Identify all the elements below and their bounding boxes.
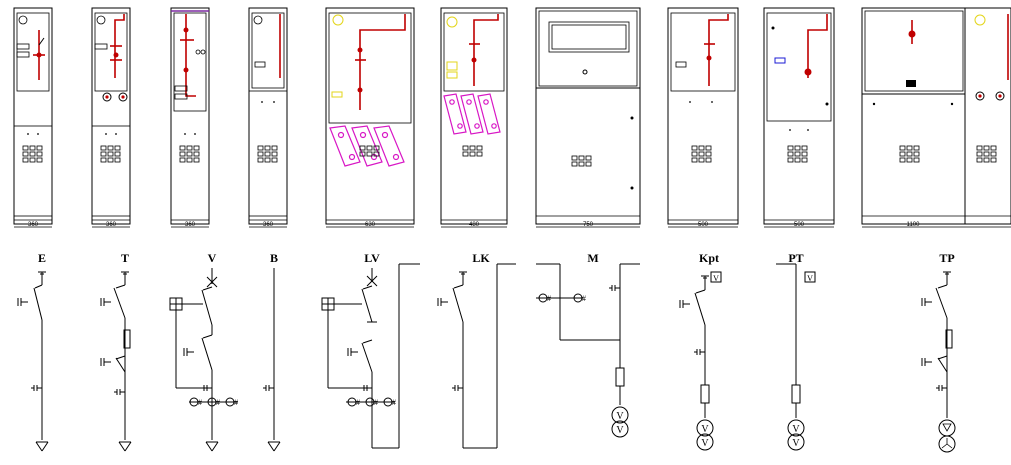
m-voltmeter-v2: V	[616, 425, 624, 436]
label-e: E	[38, 251, 46, 265]
schematic-lv	[321, 263, 420, 449]
cabinet-e	[13, 7, 53, 228]
width-label-kpt: 500	[698, 222, 709, 228]
width-label-tp: 1100	[907, 222, 921, 228]
label-m: M	[587, 251, 598, 265]
label-lk: LK	[472, 251, 490, 265]
label-b: B	[270, 251, 278, 265]
panel-labels: E T V B LV LK M Kpt PT TP	[38, 251, 955, 265]
schematic-t	[100, 271, 132, 452]
schematic-lk	[437, 263, 516, 449]
cabinet-pt	[763, 7, 835, 228]
fuse-holders-lv	[329, 125, 405, 167]
label-kpt: Kpt	[699, 251, 719, 265]
label-v: V	[208, 251, 217, 265]
width-label-lk: 480	[469, 222, 480, 228]
pt-voltmeter-v1: V	[792, 424, 800, 435]
kpt-voltmeter-v1: V	[701, 424, 709, 435]
schematic-m: V V	[536, 263, 640, 438]
kpt-indicator-v: V	[713, 274, 719, 283]
width-label-pt: 500	[794, 222, 805, 228]
schematic-kpt: V V V	[679, 271, 722, 451]
cabinet-t	[91, 7, 131, 228]
label-t: T	[121, 251, 129, 265]
kpt-voltmeter-v2: V	[701, 438, 709, 449]
pt-voltmeter-v2: V	[792, 438, 800, 449]
m-voltmeter-v1: V	[616, 411, 624, 422]
cabinet-lk	[440, 7, 508, 228]
cabinet-width-labels: 360 360 360 360 630 480 750 500 500 1100	[28, 222, 920, 228]
schematic-b	[262, 268, 281, 452]
label-pt: PT	[788, 251, 803, 265]
cabinet-front-views: 360 360 360 360 630 480 750 500 500 1100	[13, 7, 1011, 228]
cabinet-b	[248, 7, 288, 228]
cabinet-tp	[861, 7, 1011, 228]
cabinet-m	[535, 7, 641, 228]
schematic-e	[17, 271, 49, 452]
cabinet-lv	[325, 7, 415, 228]
cabinet-kpt	[667, 7, 739, 228]
width-label-m: 750	[583, 222, 594, 228]
width-label-b: 360	[263, 222, 274, 228]
cabinet-v	[170, 7, 210, 228]
pt-indicator-v: V	[807, 274, 813, 283]
width-label-v: 360	[185, 222, 196, 228]
width-label-lv: 630	[365, 222, 376, 228]
schematic-v	[169, 268, 239, 452]
schematic-tp	[921, 271, 956, 453]
width-label-e: 360	[28, 222, 39, 228]
fuse-holders-lk	[443, 93, 501, 135]
label-lv: LV	[364, 251, 380, 265]
width-label-t: 360	[106, 222, 117, 228]
label-tp: TP	[939, 251, 954, 265]
schematic-pt: V V V	[776, 263, 816, 451]
